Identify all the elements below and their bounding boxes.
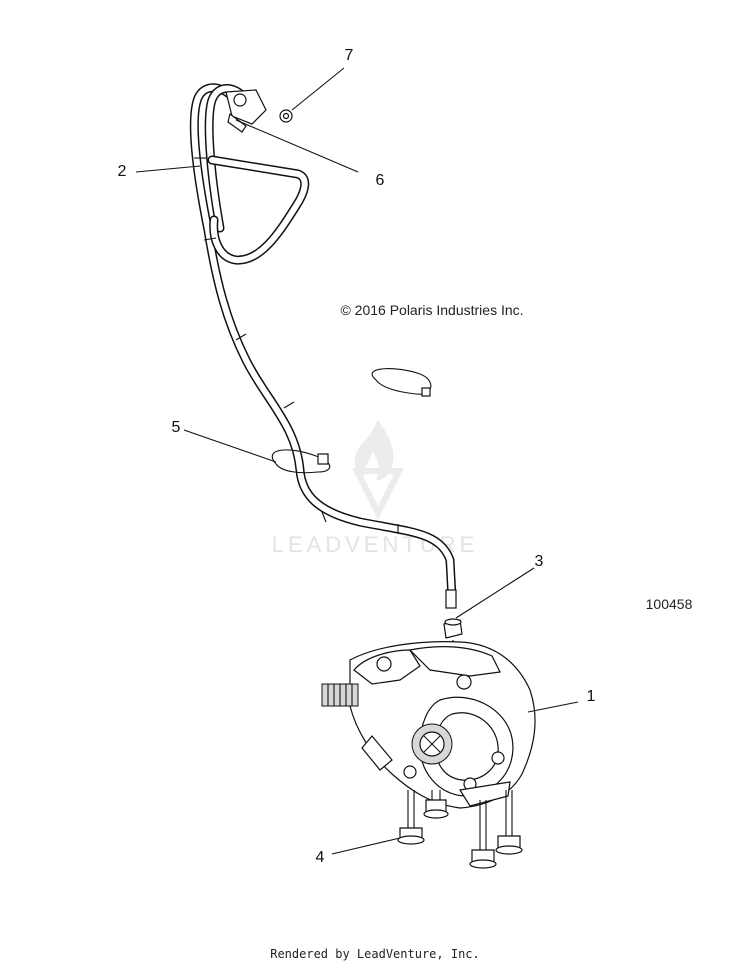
callout-3: 3 — [535, 553, 544, 570]
leader-lines — [135, 67, 579, 855]
bolt — [469, 800, 497, 869]
callout-1: 1 — [587, 688, 596, 705]
bolts — [397, 790, 523, 869]
bolt — [495, 790, 523, 855]
screw — [279, 109, 293, 123]
bolt — [397, 790, 425, 845]
hose-clamp — [271, 449, 331, 474]
callout-7: 7 — [345, 47, 354, 64]
callout-2: 2 — [118, 163, 127, 180]
footer-text: Rendered by LeadVenture, Inc. — [270, 947, 480, 961]
loose-clamp — [371, 368, 432, 397]
copyright-text: © 2016 Polaris Industries Inc. — [340, 302, 523, 318]
diagram-part-number: 100458 — [646, 596, 693, 612]
gearcase-housing — [321, 641, 536, 809]
callout-6: 6 — [376, 172, 385, 189]
v-mark-icon — [352, 468, 404, 520]
callout-5: 5 — [172, 419, 181, 436]
callout-4: 4 — [316, 849, 325, 866]
flame-icon — [354, 420, 394, 481]
hose-assembly — [189, 83, 457, 609]
bolt — [423, 790, 449, 819]
